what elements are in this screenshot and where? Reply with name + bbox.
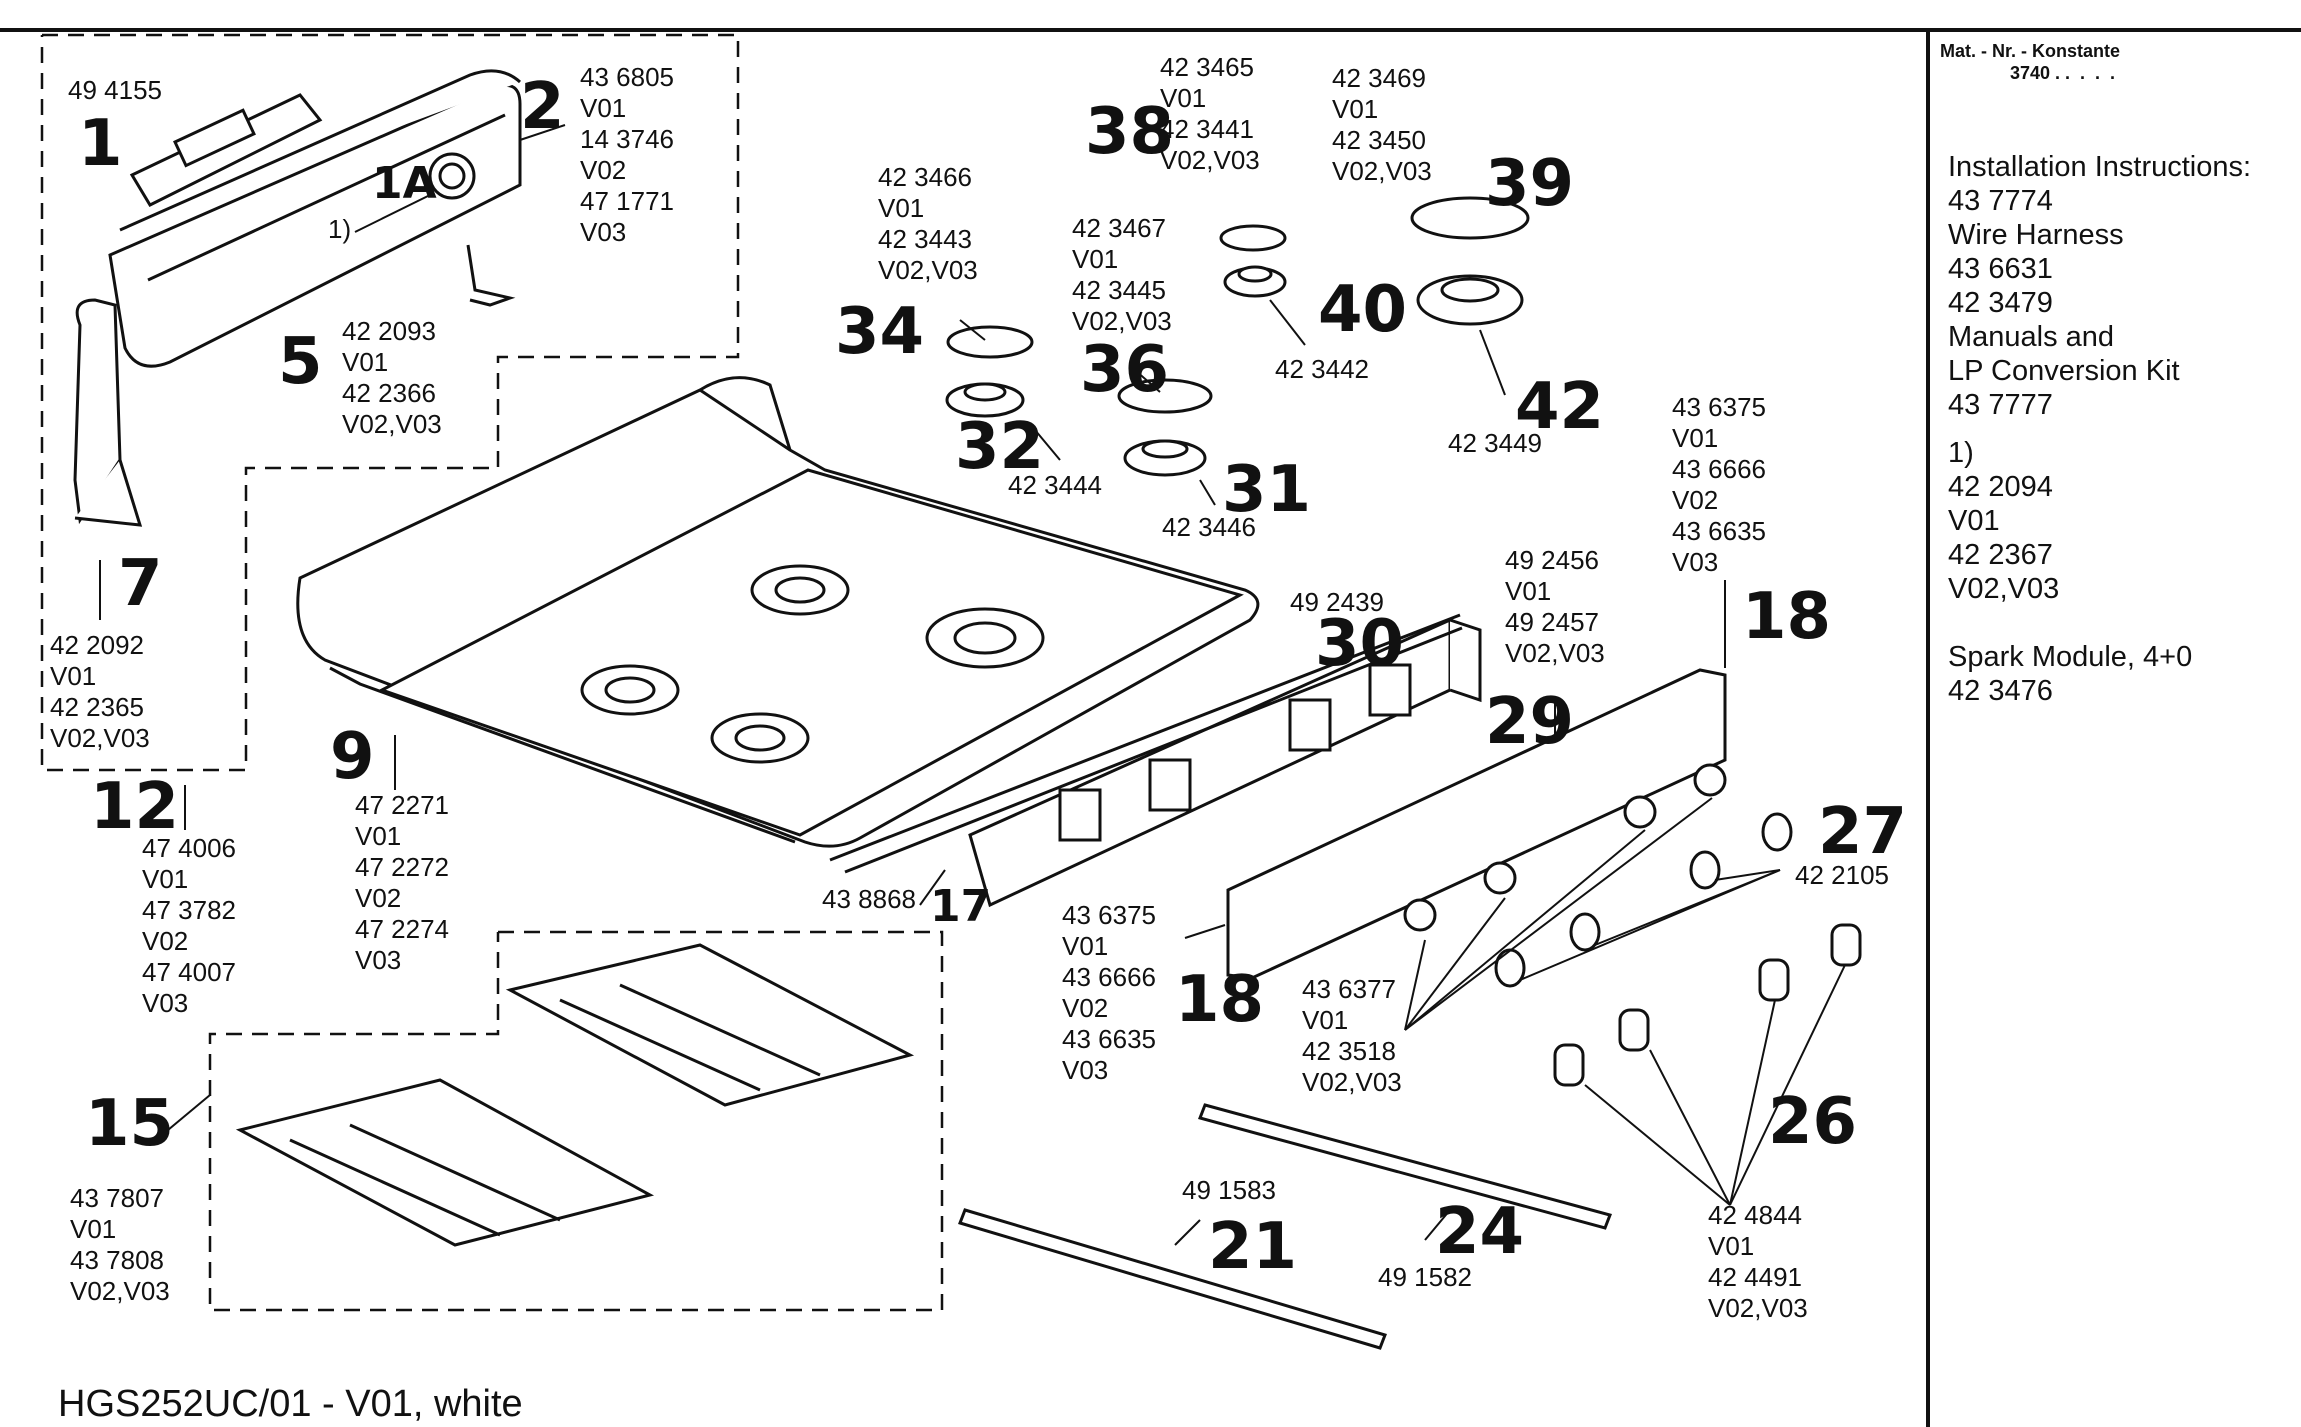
part-number-18-lower: 43 6375 V01 43 6666 V02 43 6635 V03 bbox=[1062, 900, 1156, 1085]
callout-34: 34 bbox=[835, 295, 925, 369]
trim-strips bbox=[958, 1103, 1612, 1350]
part-number-24: 49 1582 bbox=[1378, 1262, 1472, 1292]
part-number-42: 42 3449 bbox=[1448, 428, 1542, 458]
callout-24: 24 bbox=[1435, 1195, 1525, 1269]
sidebar-line: 42 2094 bbox=[1948, 471, 2053, 503]
part-number-39: 42 3469 V01 42 3450 V02,V03 bbox=[1332, 63, 1432, 186]
part-number-36: 42 3467 V01 42 3445 V02,V03 bbox=[1072, 213, 1172, 336]
callout-26: 26 bbox=[1768, 1085, 1858, 1159]
note-1-marker: 1) bbox=[328, 214, 352, 244]
callout-21: 21 bbox=[1208, 1210, 1298, 1284]
part-number-5: 42 2093 V01 42 2366 V02,V03 bbox=[342, 316, 442, 439]
callout-5: 5 bbox=[278, 325, 323, 399]
valve-panel bbox=[1226, 668, 1727, 980]
sidebar-line: Spark Module, 4+0 bbox=[1948, 641, 2193, 673]
end-cap bbox=[73, 298, 143, 527]
constant-value: 3740 . . . . . bbox=[2010, 63, 2116, 83]
sidebar-line: 43 7774 bbox=[1948, 185, 2053, 217]
callout-18-upper: 18 bbox=[1742, 580, 1832, 654]
display-module bbox=[129, 93, 323, 207]
callout-40: 40 bbox=[1318, 273, 1408, 347]
part-number-38: 42 3465 V01 42 3441 V02,V03 bbox=[1160, 52, 1260, 175]
control-panel bbox=[108, 69, 522, 368]
callout-2: 2 bbox=[520, 70, 565, 144]
part-number-15: 43 7807 V01 43 7808 V02,V03 bbox=[70, 1183, 170, 1306]
callout-30: 30 bbox=[1315, 607, 1405, 681]
part-number-2: 43 6805 V01 14 3746 V02 47 1771 V03 bbox=[580, 62, 674, 247]
callout-29: 29 bbox=[1485, 685, 1575, 759]
sidebar-line: V02,V03 bbox=[1948, 573, 2060, 605]
part-number-knob-rings: 43 6377 V01 42 3518 V02,V03 bbox=[1302, 974, 1402, 1097]
sidebar-line: V01 bbox=[1948, 505, 2000, 537]
sidebar-line: 42 2367 bbox=[1948, 539, 2053, 571]
part-number-21: 49 1583 bbox=[1182, 1175, 1276, 1205]
part-number-30: 49 2439 bbox=[1290, 587, 1384, 617]
spark-wire bbox=[829, 613, 1463, 874]
callout-31: 31 bbox=[1222, 453, 1312, 527]
callout-12: 12 bbox=[90, 770, 180, 844]
sidebar-line: 43 6631 bbox=[1948, 253, 2053, 285]
sidebar-line: Installation Instructions: bbox=[1948, 151, 2252, 183]
manifold-rail bbox=[968, 617, 1482, 908]
part-number-7: 42 2092 V01 42 2365 V02,V03 bbox=[50, 630, 150, 753]
callout-39: 39 bbox=[1485, 147, 1575, 221]
part-number-18-upper: 43 6375 V01 43 6666 V02 43 6635 V03 bbox=[1672, 392, 1766, 577]
callout-38: 38 bbox=[1085, 95, 1175, 169]
callout-32: 32 bbox=[955, 410, 1045, 484]
part-number-1: 49 4155 bbox=[68, 75, 162, 105]
model-line: HGS252UC/01 - V01, white bbox=[58, 1383, 523, 1425]
part-number-32: 42 3444 bbox=[1008, 470, 1102, 500]
callout-27: 27 bbox=[1818, 795, 1908, 869]
sidebar-line: 1) bbox=[1948, 437, 1974, 469]
dashed-group-boxes bbox=[40, 33, 944, 1312]
callout-42: 42 bbox=[1515, 370, 1605, 444]
burner-parts bbox=[945, 196, 1530, 477]
part-number-31: 42 3446 bbox=[1162, 512, 1256, 542]
callout-1: 1 bbox=[78, 107, 123, 181]
callout-17: 17 bbox=[930, 881, 992, 932]
sidebar-line: LP Conversion Kit bbox=[1948, 355, 2180, 387]
side-bracket bbox=[466, 244, 516, 307]
callout-9: 9 bbox=[330, 720, 375, 794]
constant-label: Mat. - Nr. - Konstante bbox=[1940, 41, 2121, 61]
knob-rings bbox=[1494, 812, 1793, 988]
knobs bbox=[1553, 923, 1862, 1087]
part-number-26: 42 4844 V01 42 4491 V02,V03 bbox=[1708, 1200, 1808, 1323]
part-number-9: 47 2271 V01 47 2272 V02 47 2274 V03 bbox=[355, 790, 449, 975]
sidebar-line: Wire Harness bbox=[1948, 219, 2124, 251]
part-number-29: 49 2456 V01 49 2457 V02,V03 bbox=[1505, 545, 1605, 668]
part-number-12: 47 4006 V01 47 3782 V02 47 4007 V03 bbox=[142, 833, 236, 1018]
callout-1a: 1A bbox=[372, 158, 437, 209]
callout-18-lower: 18 bbox=[1175, 963, 1265, 1037]
sidebar-line: Manuals and bbox=[1948, 321, 2115, 353]
leader-lines bbox=[99, 124, 1846, 1246]
sidebar-line: 42 3476 bbox=[1948, 675, 2053, 707]
part-number-27: 42 2105 bbox=[1795, 860, 1889, 890]
callout-36: 36 bbox=[1080, 333, 1170, 407]
part-number-40: 42 3442 bbox=[1275, 354, 1369, 384]
part-number-17: 43 8868 bbox=[822, 884, 916, 914]
callout-15: 15 bbox=[85, 1087, 175, 1161]
grates bbox=[235, 943, 915, 1247]
sidebar-line: 42 3479 bbox=[1948, 287, 2053, 319]
sidebar-line: 43 7777 bbox=[1948, 389, 2053, 421]
part-number-34: 42 3466 V01 42 3443 V02,V03 bbox=[878, 162, 978, 285]
callout-7: 7 bbox=[118, 547, 163, 621]
cooktop bbox=[296, 376, 1260, 848]
